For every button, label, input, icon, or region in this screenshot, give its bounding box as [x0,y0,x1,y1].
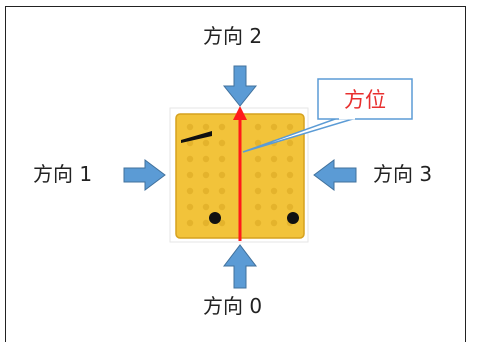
tile-bump [186,155,194,163]
tile-bump [254,123,262,131]
tile-bump [270,171,278,179]
corner-dot-right [287,212,299,224]
tile-bump [254,203,262,211]
tile-bump [270,123,278,131]
tile-bump [286,171,294,179]
tile-bump [218,155,226,163]
tile-bump [286,203,294,211]
arrow-direction-2 [222,65,258,107]
azimuth-line [233,106,247,241]
tile-bump [202,187,210,195]
tile-bump [202,123,210,131]
outer-frame [5,6,466,342]
tile-bump [202,219,210,227]
tile-bump [186,187,194,195]
azimuth-callout-label: 方位 [344,88,386,112]
arrow-direction-0 [222,244,258,289]
direction-1-label: 方向 1 [33,162,93,186]
tile-bumps [186,123,294,227]
tile-bump [186,219,194,227]
arrow-direction-3 [313,159,357,191]
tile-bump [270,187,278,195]
tile-bump [218,139,226,147]
tile-bump [270,155,278,163]
callout-box [317,78,413,120]
tile-bump [254,171,262,179]
tile-bump [218,123,226,131]
tile-bump [218,187,226,195]
tile-bump [254,155,262,163]
tile-bump [202,155,210,163]
corner-dot-left [209,212,221,224]
tile-bump [186,139,194,147]
tile-bump [270,203,278,211]
tile-bump [286,187,294,195]
direction-2-label: 方向 2 [203,24,263,48]
tile-bump [286,139,294,147]
tile-bump [218,203,226,211]
direction-0-label: 方向 0 [203,294,263,318]
tile-bump [254,219,262,227]
tile-bump [218,171,226,179]
tile-bump [202,171,210,179]
tile-bump [218,219,226,227]
tile-bump [186,171,194,179]
orientation-marker [181,131,212,143]
tile-bump [202,203,210,211]
direction-3-label: 方向 3 [373,162,433,186]
tile-bump [286,155,294,163]
tile-bump [202,139,210,147]
tile-bump [286,123,294,131]
tile-bump [254,139,262,147]
tile-bump [254,187,262,195]
tile-bump [270,219,278,227]
tile-bump [186,123,194,131]
tile-bump [186,203,194,211]
arrow-direction-1 [123,159,166,191]
